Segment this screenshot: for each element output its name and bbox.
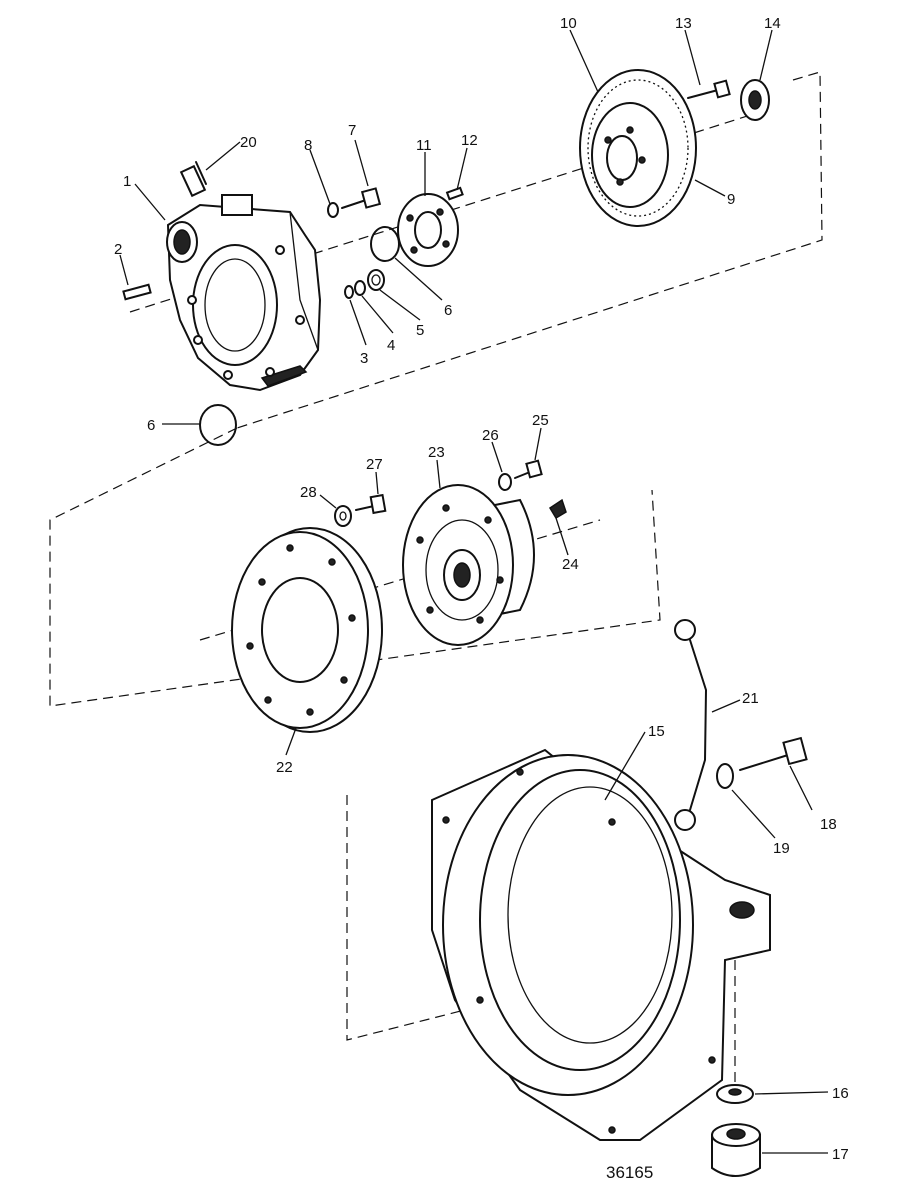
callout-13: 13 <box>675 15 692 32</box>
callout-labels: 1 2 3 4 5 6 6 7 8 9 10 11 12 13 14 15 16… <box>114 15 849 1163</box>
part-o-ring-lower <box>199 404 237 446</box>
figure-number: 36165 <box>606 1163 653 1182</box>
callout-16: 16 <box>832 1085 849 1102</box>
callout-1: 1 <box>123 173 131 190</box>
part-small-hardware <box>344 269 385 299</box>
callout-10: 10 <box>560 15 577 32</box>
callout-11: 11 <box>416 137 432 154</box>
callout-27: 27 <box>366 456 383 473</box>
callout-23: 23 <box>428 444 445 461</box>
callout-3: 3 <box>360 350 368 367</box>
callout-7: 7 <box>348 122 356 139</box>
part-grease-fitting <box>548 498 567 520</box>
part-stud <box>122 283 152 301</box>
leader-lines <box>119 29 829 1154</box>
callout-18: 18 <box>820 816 837 833</box>
callout-8: 8 <box>304 137 312 154</box>
part-flange <box>397 193 459 267</box>
part-washer-8 <box>327 202 339 218</box>
part-flywheel-housing <box>166 194 322 392</box>
callout-15: 15 <box>648 723 665 740</box>
callout-22: 22 <box>276 759 293 776</box>
part-o-ring-upper <box>370 226 400 262</box>
part-bolt-13 <box>687 79 731 99</box>
callout-2: 2 <box>114 241 122 258</box>
part-bearing <box>740 79 770 121</box>
callout-12: 12 <box>461 132 478 149</box>
part-nut-28 <box>334 505 352 527</box>
part-bell-housing <box>431 748 771 1141</box>
part-bolt-25 <box>514 459 543 479</box>
callout-24: 24 <box>562 556 579 573</box>
callout-26: 26 <box>482 427 499 444</box>
callout-4: 4 <box>387 337 395 354</box>
part-sender-switch <box>179 161 207 198</box>
callout-28: 28 <box>300 484 317 501</box>
part-washer-26 <box>498 473 512 491</box>
part-bolt-7 <box>341 187 382 209</box>
part-washer-19 <box>716 763 734 789</box>
callout-25: 25 <box>532 412 549 429</box>
callout-5: 5 <box>416 322 424 339</box>
callout-9: 9 <box>727 191 735 208</box>
part-bolt-27 <box>355 493 387 515</box>
part-adapter-plate <box>231 527 383 733</box>
callout-19: 19 <box>773 840 790 857</box>
callout-20: 20 <box>240 134 257 151</box>
part-bolt-18 <box>739 736 808 771</box>
part-isolator-mount <box>711 1123 761 1177</box>
callout-21: 21 <box>742 690 759 707</box>
callout-6-upper: 6 <box>444 302 452 319</box>
part-bolt-12 <box>445 186 464 201</box>
part-ground-strap <box>674 619 707 831</box>
part-isolator-washer <box>716 1084 754 1104</box>
part-coupler <box>402 484 535 646</box>
callout-14: 14 <box>764 15 781 32</box>
part-flywheel <box>579 69 697 227</box>
callout-6-lower: 6 <box>147 417 155 434</box>
callout-17: 17 <box>832 1146 849 1163</box>
